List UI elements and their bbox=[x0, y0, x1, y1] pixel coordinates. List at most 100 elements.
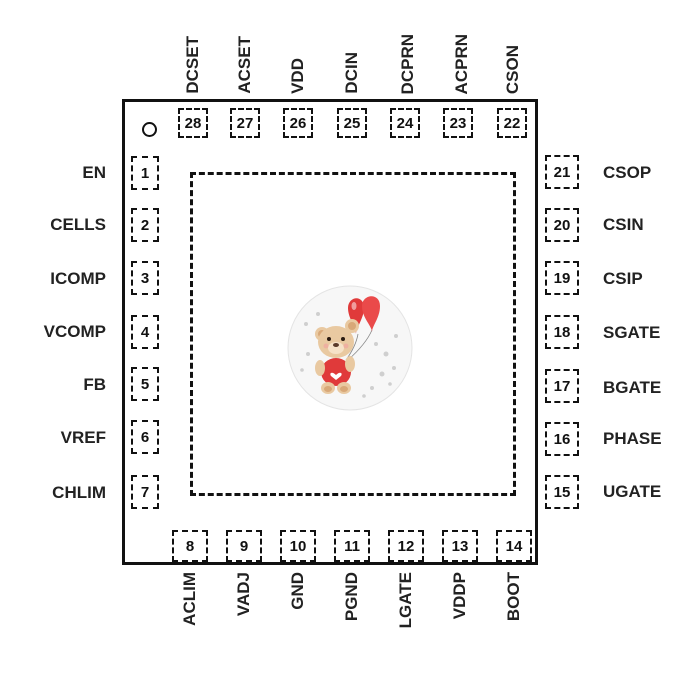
pin-label-22: CSON bbox=[503, 44, 522, 94]
pin-pad-13: 13 bbox=[442, 530, 478, 562]
pin-number: 5 bbox=[140, 375, 150, 393]
pin-pad-11: 11 bbox=[334, 530, 370, 562]
pin-pad-1: 1 bbox=[131, 156, 159, 190]
pin-label-20: CSIN bbox=[603, 215, 644, 234]
pin-label-6: VREF bbox=[60, 428, 106, 447]
exposed-thermal-pad bbox=[190, 172, 516, 496]
pin-pad-21: 21 bbox=[545, 155, 579, 189]
pin-pad-9: 9 bbox=[226, 530, 262, 562]
pin-label-1: EN bbox=[82, 163, 106, 182]
pin-number: 23 bbox=[449, 114, 467, 132]
pin-label-2: CELLS bbox=[50, 215, 106, 234]
pin-number: 16 bbox=[553, 430, 571, 448]
pin-label-10: GND bbox=[288, 572, 307, 610]
pin-number: 18 bbox=[553, 323, 571, 341]
pin-number: 24 bbox=[396, 114, 414, 132]
pin-label-27-wrap: ACSET bbox=[230, 4, 260, 94]
pin-label-21: CSOP bbox=[603, 163, 652, 182]
pin-pad-25: 25 bbox=[337, 108, 367, 138]
pin-number: 12 bbox=[397, 537, 415, 555]
pin-label-13-wrap: VDDP bbox=[445, 572, 475, 662]
pin-label-28-wrap: DCSET bbox=[178, 4, 208, 94]
pin-number: 26 bbox=[289, 114, 307, 132]
pin-number: 1 bbox=[140, 164, 150, 182]
pin-label-24: DCPRN bbox=[398, 33, 417, 94]
pin-label-9-wrap: VADJ bbox=[229, 572, 259, 662]
pin-label-22-wrap: CSON bbox=[498, 4, 528, 94]
pin-number: 4 bbox=[140, 323, 150, 341]
pin-label-8-wrap: ACLIM bbox=[175, 572, 205, 662]
pin1-indicator-circle bbox=[142, 122, 157, 137]
pin-label-24-wrap: DCPRN bbox=[393, 4, 423, 94]
pin-pad-27: 27 bbox=[230, 108, 260, 138]
pin-label-7: CHLIM bbox=[52, 483, 106, 502]
pin-number: 28 bbox=[184, 114, 202, 132]
pin-pad-7: 7 bbox=[131, 475, 159, 509]
pin-pad-23: 23 bbox=[443, 108, 473, 138]
pin-label-13: VDDP bbox=[450, 572, 469, 620]
pin-pad-4: 4 bbox=[131, 315, 159, 349]
pin-pad-12: 12 bbox=[388, 530, 424, 562]
pin-number: 27 bbox=[236, 114, 254, 132]
pin-pad-15: 15 bbox=[545, 475, 579, 509]
pin-pad-26: 26 bbox=[283, 108, 313, 138]
pin-label-25: DCIN bbox=[342, 52, 361, 94]
pin-label-8: ACLIM bbox=[180, 572, 199, 626]
pin-label-9: VADJ bbox=[234, 572, 253, 617]
pin-label-3: ICOMP bbox=[50, 269, 106, 288]
pin-number: 7 bbox=[140, 483, 150, 501]
pin-number: 3 bbox=[140, 269, 150, 287]
pin-number: 11 bbox=[344, 537, 360, 555]
pin-number: 8 bbox=[185, 537, 195, 555]
pin-number: 14 bbox=[505, 537, 523, 555]
pin-label-18: SGATE bbox=[603, 323, 661, 342]
pin-label-11-wrap: PGND bbox=[337, 572, 367, 662]
pin-number: 6 bbox=[140, 428, 150, 446]
pin-number: 19 bbox=[553, 269, 571, 287]
pin-pad-8: 8 bbox=[172, 530, 208, 562]
pin-label-10-wrap: GND bbox=[283, 572, 313, 662]
pin-label-26-wrap: VDD bbox=[283, 4, 313, 94]
pin-label-26: VDD bbox=[288, 58, 307, 94]
pin-label-12: LGATE bbox=[396, 572, 415, 629]
pin-number: 2 bbox=[140, 216, 150, 234]
pin-label-19: CSIP bbox=[603, 269, 643, 288]
pin-pad-18: 18 bbox=[545, 315, 579, 349]
pin-label-11: PGND bbox=[342, 572, 361, 622]
pin-label-17: BGATE bbox=[603, 378, 662, 397]
pin-number: 13 bbox=[451, 537, 469, 555]
pin-number: 20 bbox=[553, 216, 571, 234]
pin-pad-5: 5 bbox=[131, 367, 159, 401]
pin-pad-16: 16 bbox=[545, 422, 579, 456]
teddy-bear-with-balloons-icon bbox=[287, 285, 413, 411]
pin-pad-20: 20 bbox=[545, 208, 579, 242]
pin-number: 15 bbox=[553, 483, 571, 501]
pin-pad-17: 17 bbox=[545, 369, 579, 403]
pin-label-4: VCOMP bbox=[43, 322, 106, 341]
pin-number: 21 bbox=[553, 163, 571, 181]
pin-label-14-wrap: BOOT bbox=[499, 572, 529, 662]
pin-label-27: ACSET bbox=[235, 36, 254, 94]
pin-pad-28: 28 bbox=[178, 108, 208, 138]
pin-label-28: DCSET bbox=[183, 36, 202, 94]
pin-label-23: ACPRN bbox=[452, 33, 471, 94]
pin-pad-22: 22 bbox=[497, 108, 527, 138]
pin-pad-19: 19 bbox=[545, 261, 579, 295]
pin-pad-2: 2 bbox=[131, 208, 159, 242]
pin-pad-6: 6 bbox=[131, 420, 159, 454]
pin-label-23-wrap: ACPRN bbox=[447, 4, 477, 94]
pin-label-25-wrap: DCIN bbox=[337, 4, 367, 94]
pin-label-12-wrap: LGATE bbox=[391, 572, 421, 662]
pin-number: 22 bbox=[503, 114, 521, 132]
pin-pad-24: 24 bbox=[390, 108, 420, 138]
pin-number: 9 bbox=[239, 537, 249, 555]
pin-number: 17 bbox=[553, 377, 571, 395]
pin-label-16: PHASE bbox=[603, 429, 662, 448]
pin-pad-10: 10 bbox=[280, 530, 316, 562]
pin-label-15: UGATE bbox=[603, 482, 662, 501]
pin-label-5: FB bbox=[83, 375, 106, 394]
pin-number: 25 bbox=[343, 114, 361, 132]
pin-pad-14: 14 bbox=[496, 530, 532, 562]
pin-pad-3: 3 bbox=[131, 261, 159, 295]
